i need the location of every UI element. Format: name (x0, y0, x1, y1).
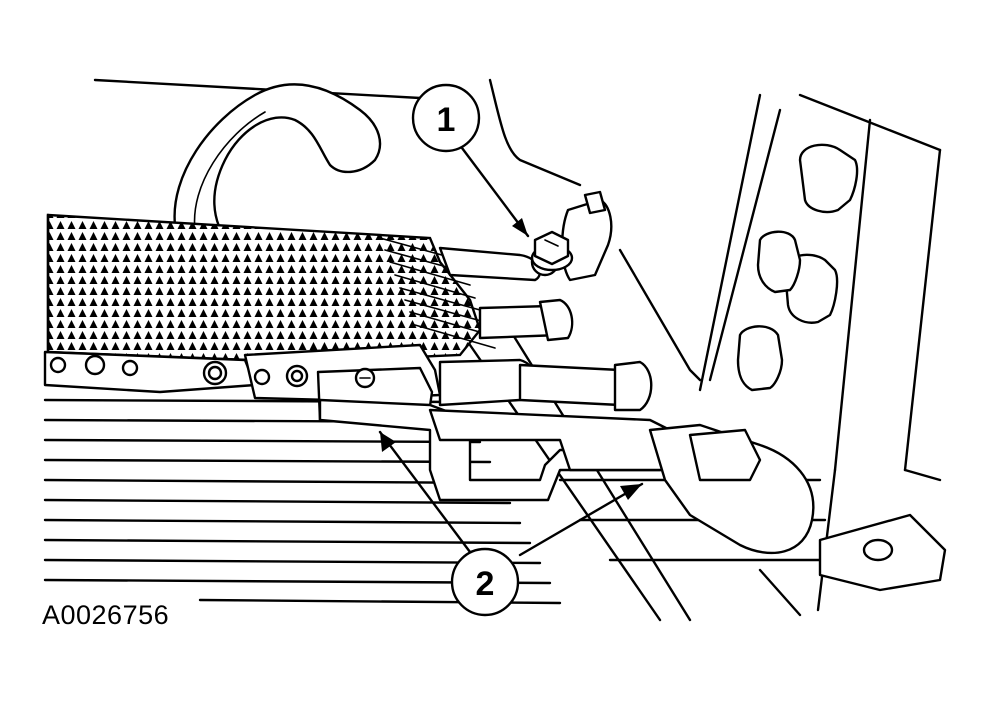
bolt (530, 230, 574, 272)
body-panel (93, 78, 942, 612)
callout-1-number: 1 (437, 101, 456, 139)
callout-1: 1 (411, 83, 481, 153)
callout-2: 2 (450, 547, 520, 617)
side-tank (43, 350, 257, 394)
panel-slots (736, 143, 859, 392)
lower-right-mount (758, 513, 947, 617)
bracket-right (428, 408, 815, 555)
bracket-left (316, 366, 662, 502)
tube-middle (478, 298, 574, 342)
pressure-switch (561, 190, 613, 282)
figure-id-label: A0026756 (42, 600, 170, 630)
cooler-core (46, 213, 496, 364)
leader-lines (378, 146, 644, 557)
callout-2-number: 2 (476, 565, 495, 603)
tube-lower (438, 358, 653, 412)
